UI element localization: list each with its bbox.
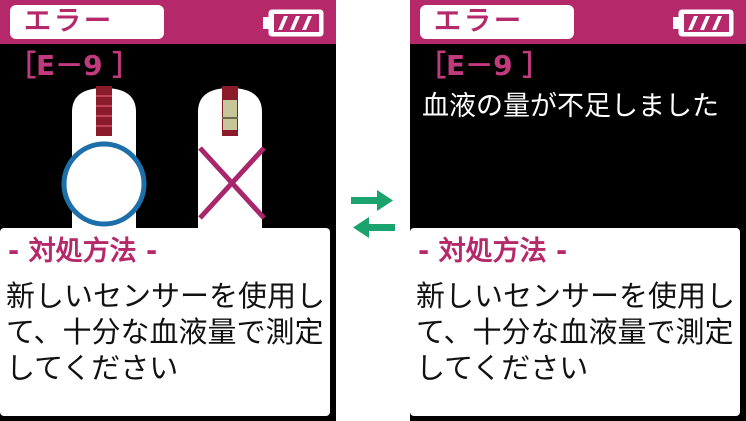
arrow-right-icon	[351, 190, 393, 211]
error-message: 血液の量が不足しました	[422, 91, 719, 122]
remedy-text: 新しいセンサーを使用して、十分な血液量で測定してください	[416, 279, 736, 385]
remedy-box: - 対処方法 - 新しいセンサーを使用して、十分な血液量で測定してください	[410, 228, 740, 416]
screen-header: エラー	[0, 0, 336, 44]
battery-icon	[263, 9, 324, 37]
screen-header: エラー	[410, 0, 746, 44]
arrow-left-icon	[353, 217, 395, 238]
device-screen-message: エラー ［E－9 ］ 血液の量が不足しました - 対処方法 - 新しいセンサーを…	[410, 0, 746, 421]
error-code: ［E－9 ］	[8, 49, 141, 82]
battery-icon	[673, 9, 734, 37]
remedy-box: - 対処方法 - 新しいセンサーを使用して、十分な血液量で測定してください	[0, 228, 330, 416]
sensor-illustration	[61, 86, 266, 228]
remedy-title: - 対処方法 -	[8, 236, 158, 267]
screen-title: エラー	[420, 5, 574, 39]
circle-icon	[61, 141, 147, 227]
screen-title: エラー	[10, 5, 164, 39]
transition-arrows	[351, 190, 395, 238]
remedy-title: - 対処方法 -	[418, 236, 568, 267]
device-screen-illustration: エラー ［E－9 ］ - 対処方法 - 新しいセン	[0, 0, 336, 421]
remedy-text: 新しいセンサーを使用して、十分な血液量で測定してください	[6, 279, 326, 385]
error-code: ［E－9 ］	[418, 49, 551, 82]
blood-fill-full	[96, 86, 112, 136]
cross-icon	[198, 146, 266, 220]
